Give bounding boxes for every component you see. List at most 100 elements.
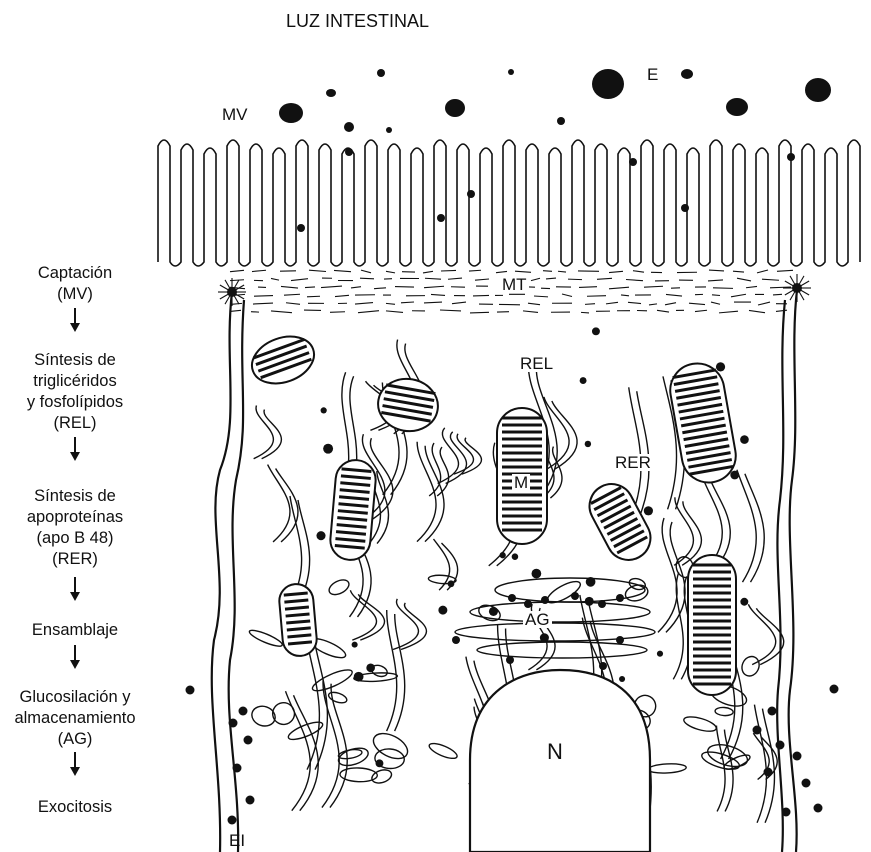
label-m: M: [512, 474, 530, 491]
terminal-web-strand: [230, 270, 244, 271]
terminal-web-strand: [621, 295, 629, 296]
intercellular-droplet: [239, 707, 248, 716]
terminal-web-strand: [633, 271, 644, 273]
terminal-web-strand: [777, 270, 793, 271]
lipid-droplet: [580, 377, 587, 384]
terminal-web-strand: [284, 294, 300, 295]
er-tubule: [674, 497, 701, 565]
er-tubule: [268, 465, 298, 542]
lipid-droplet: [321, 407, 327, 413]
mitochondrion-crista: [288, 642, 312, 644]
intercellular-droplet: [830, 685, 839, 694]
terminal-web-strand: [689, 303, 705, 304]
lipid-droplet: [619, 676, 625, 682]
terminal-web-strand: [473, 295, 489, 296]
intercellular-droplet: [764, 768, 773, 777]
label-n: N: [547, 741, 563, 763]
terminal-web-strand: [423, 271, 433, 273]
mitochondrion-crista: [286, 621, 310, 623]
mitochondrion: [374, 374, 442, 436]
terminal-web-strand: [440, 310, 461, 311]
microvilli-outline: [158, 140, 860, 266]
lateral-membrane-left: [212, 292, 232, 852]
golgi-vesicle: [508, 594, 516, 602]
terminal-web-strand: [757, 270, 768, 273]
er-cisterna: [369, 728, 411, 763]
terminal-web-strand: [271, 311, 292, 313]
mitochondrion-crista: [285, 607, 309, 609]
terminal-web-strand: [558, 271, 566, 272]
terminal-web-strand: [424, 286, 444, 287]
lumen-droplet: [344, 122, 354, 132]
terminal-web-strand: [441, 270, 456, 271]
terminal-web-strand: [230, 310, 241, 311]
terminal-web-strand: [523, 311, 538, 313]
label-rer: RER: [613, 454, 653, 471]
er-cisterna: [739, 654, 762, 679]
intercellular-droplet: [753, 726, 762, 735]
terminal-web-strand: [733, 271, 744, 272]
lumen-droplet: [445, 99, 465, 117]
label-ei: EI: [229, 832, 245, 849]
terminal-web-strand: [374, 288, 386, 289]
terminal-web-strand: [291, 279, 308, 281]
mitochondrion-crista: [286, 614, 310, 616]
lipid-droplet: [354, 672, 364, 682]
golgi-vesicle: [599, 662, 607, 670]
label-ag: AG: [523, 611, 552, 628]
desmosome: [227, 287, 237, 297]
terminal-web-strand: [252, 270, 266, 271]
er-cisterna: [648, 763, 687, 774]
er-tubule: [754, 705, 774, 823]
terminal-web-strand: [528, 303, 540, 305]
terminal-web-strand: [286, 303, 300, 305]
step-exocitosis: Exocitosis: [0, 797, 150, 818]
step-sintesis-trigliceridos: Síntesis de triglicéridos y fosfolípidos…: [0, 350, 150, 434]
er-tubule: [254, 406, 282, 459]
terminal-web-strand: [424, 302, 442, 303]
terminal-web-strand: [606, 302, 618, 304]
lumen-droplet: [279, 103, 303, 123]
terminal-web-strand: [609, 287, 629, 289]
terminal-web-strand: [360, 278, 374, 279]
terminal-web-strand: [534, 296, 548, 297]
er-cisterna: [327, 690, 348, 705]
mitochondria: [245, 328, 740, 695]
terminal-web-strand: [307, 296, 320, 297]
microvillus-droplet: [629, 158, 637, 166]
terminal-web-strand: [496, 271, 507, 272]
microvillus-droplet: [467, 190, 475, 198]
golgi-vesicle: [524, 600, 532, 608]
terminal-web-strand: [475, 279, 489, 280]
intercellular-droplet: [802, 779, 811, 788]
terminal-web-strand: [305, 287, 315, 288]
golgi-vesicle: [541, 596, 549, 604]
lipid-droplet: [585, 441, 591, 447]
label-e: E: [647, 66, 658, 83]
golgi-vesicle: [616, 636, 624, 644]
terminal-web-strand: [719, 311, 738, 313]
terminal-web-strand: [585, 304, 595, 305]
terminal-web-strand: [351, 287, 361, 288]
lipid-droplet: [740, 435, 749, 444]
terminal-web-strand: [271, 278, 279, 280]
terminal-web-strand: [746, 286, 757, 287]
intercellular-droplet: [228, 816, 237, 825]
golgi-cisterna: [455, 623, 655, 641]
microvillus-droplet: [297, 224, 305, 232]
terminal-web-strand: [665, 303, 676, 305]
golgi-vesicle: [506, 656, 514, 664]
mitochondrion-crista: [284, 600, 308, 602]
lipid-droplet: [586, 577, 596, 587]
mitochondrion-crista: [284, 593, 308, 595]
terminal-web-strand: [515, 271, 531, 272]
mitochondrion-membrane: [688, 555, 736, 695]
terminal-web-strand: [731, 294, 746, 297]
intercellular-droplet: [244, 736, 253, 745]
lipid-droplet: [644, 506, 653, 515]
intercellular-droplet: [782, 808, 791, 817]
terminal-web-strand: [657, 310, 669, 312]
lipid-droplet: [730, 471, 739, 480]
intercellular-droplet: [793, 752, 802, 761]
lipid-droplet: [716, 362, 725, 371]
